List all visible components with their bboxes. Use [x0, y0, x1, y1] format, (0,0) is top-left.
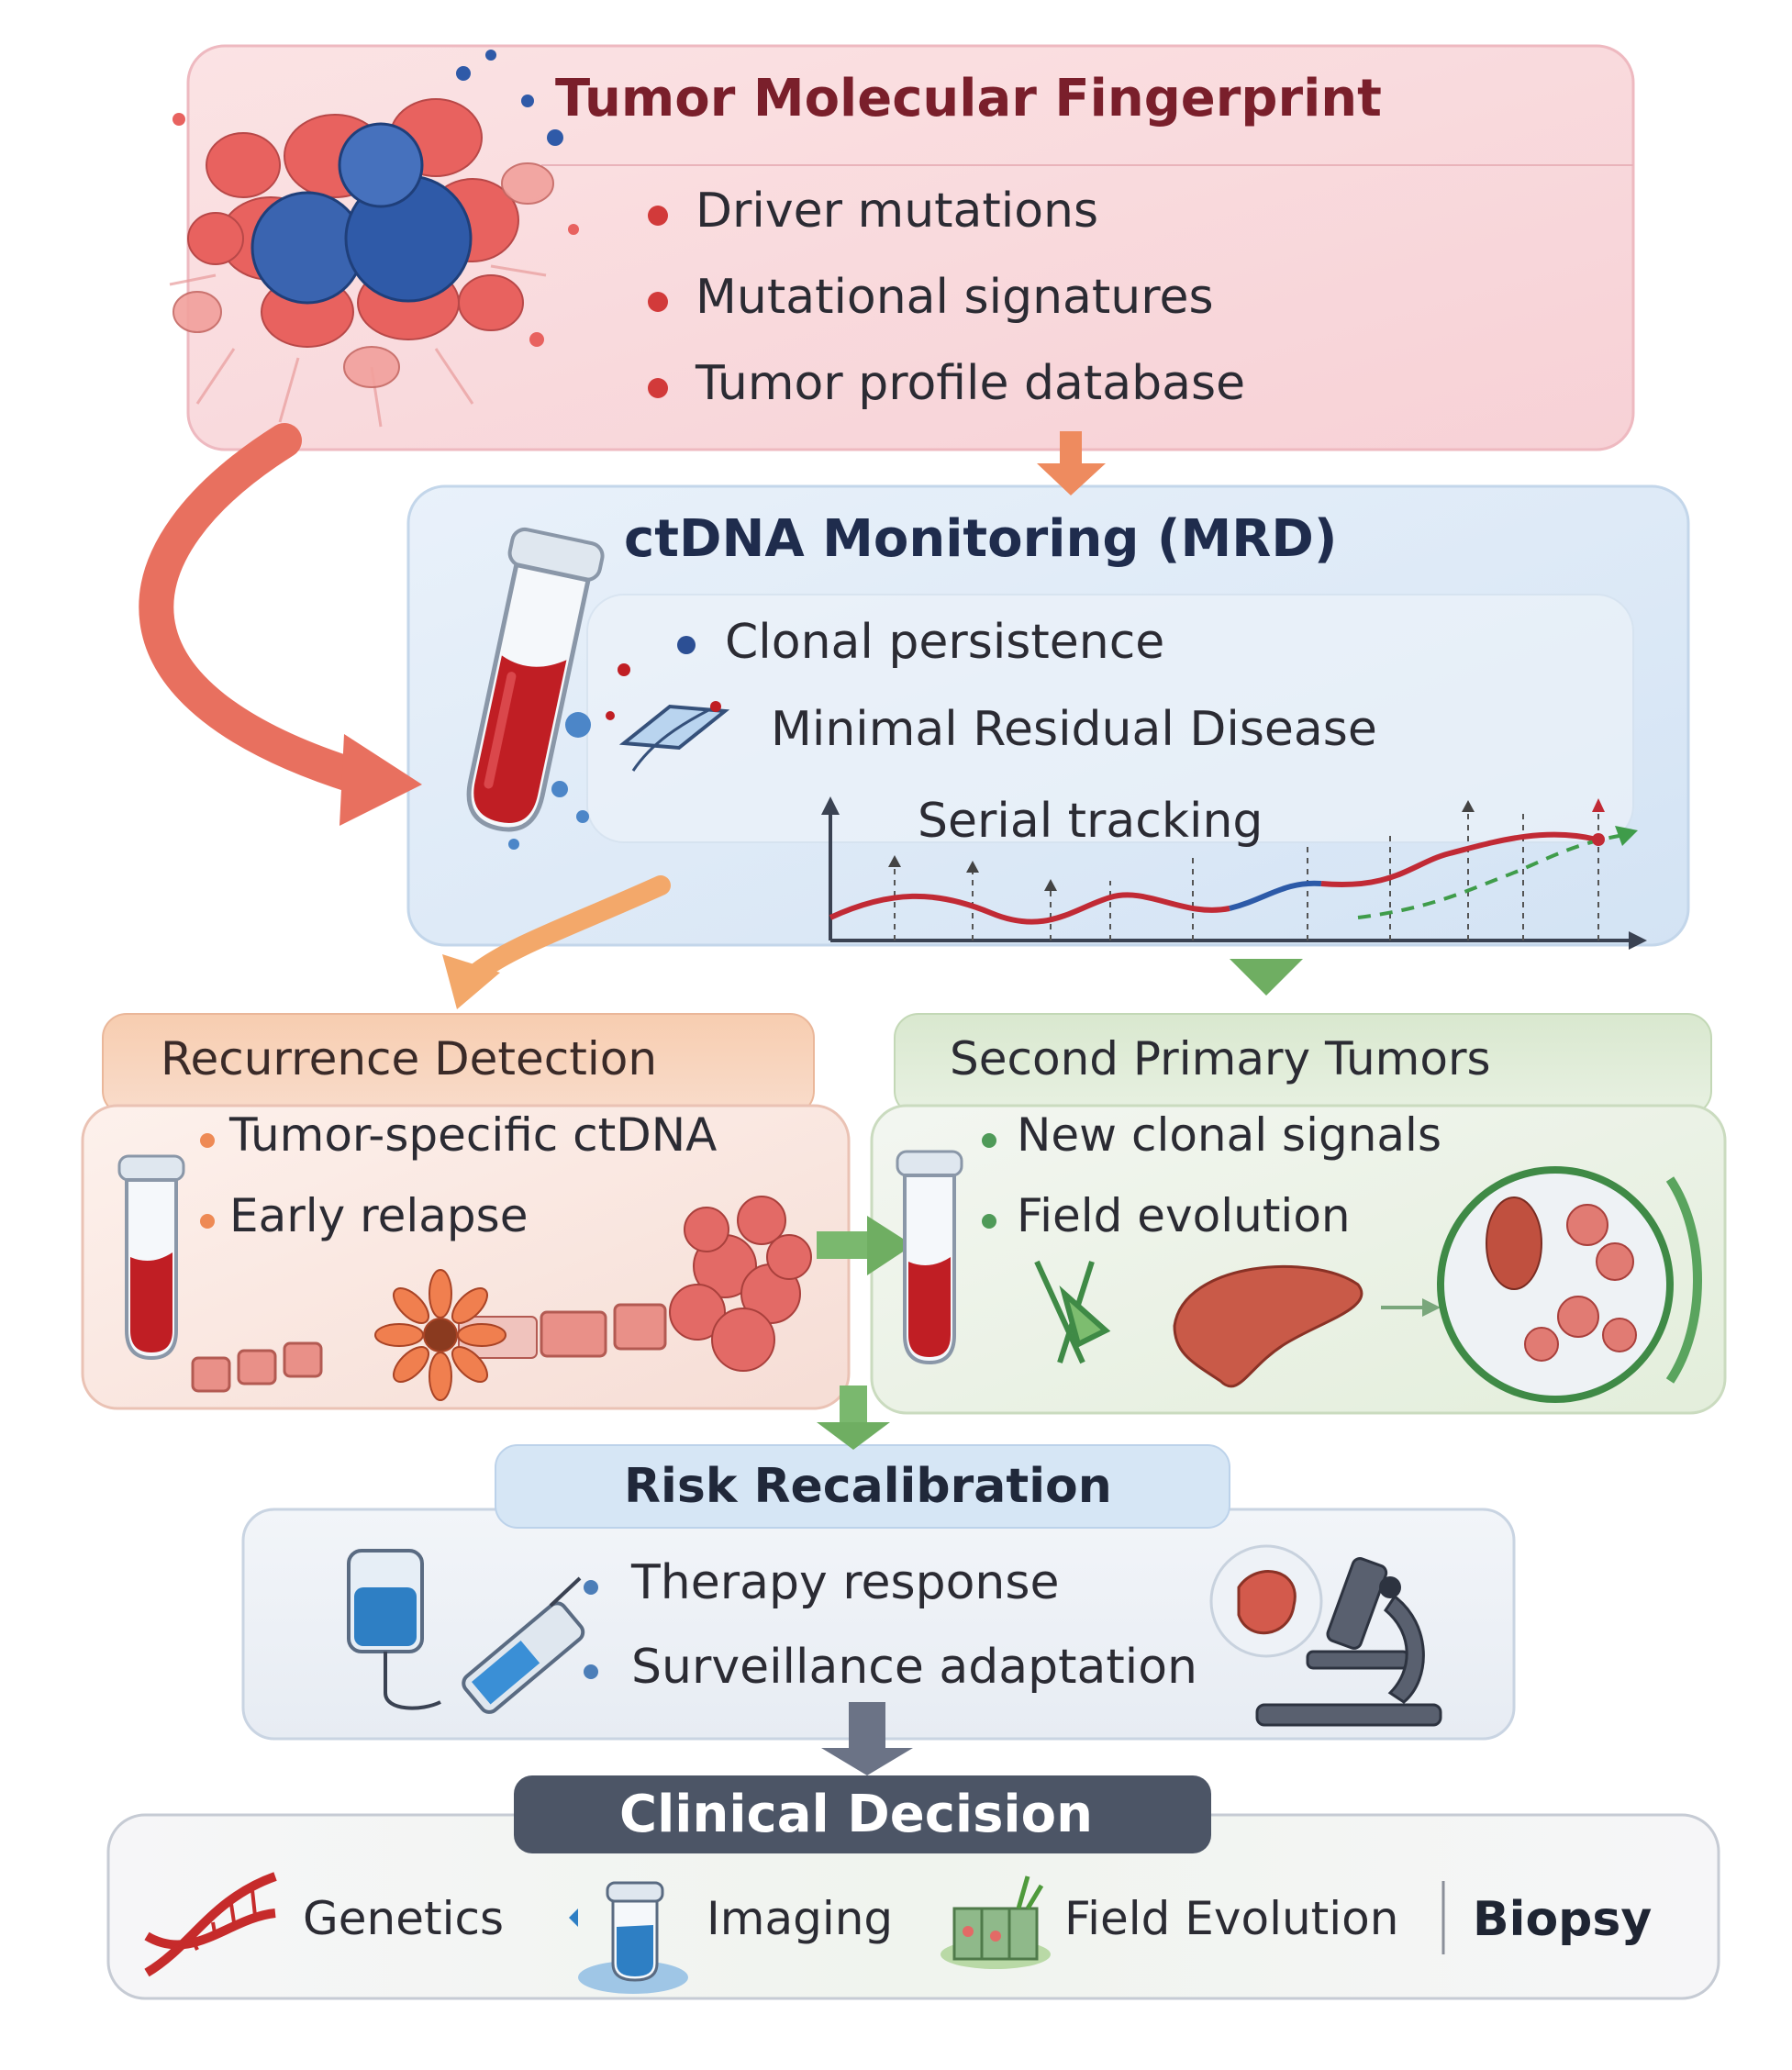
field-evolution-icon: [941, 1875, 1051, 1969]
field-evolution-illustration: [896, 1150, 1702, 1403]
fingerprint-item-3: Tumor profile database: [696, 356, 1246, 411]
risk-item-2: Surveillance adaptation: [631, 1640, 1197, 1695]
second-primary-bullet-icon: [982, 1214, 996, 1229]
recurrence-item-2: Early relapse: [229, 1189, 529, 1242]
ctdna-item-1: Clonal persistence: [725, 615, 1165, 670]
decision-genetics: Genetics: [303, 1892, 504, 1945]
decision-biopsy: Biopsy: [1473, 1892, 1653, 1947]
blood-tube-icon: [466, 527, 730, 850]
relapse-illustration: [117, 1154, 812, 1401]
tumor-cluster-illustration: [169, 50, 579, 428]
risk-item-1: Therapy response: [631, 1555, 1060, 1610]
fingerprint-bullet-icon: [648, 292, 668, 312]
second-primary-title: Second Primary Tumors: [950, 1032, 1491, 1085]
ctdna-bullet-icon: [677, 636, 696, 654]
decision-field-evolution: Field Evolution: [1064, 1892, 1399, 1945]
recurrence-bullet-icon: [200, 1133, 215, 1148]
microscope-icon: [1209, 1544, 1442, 1727]
therapy-iv-icon: [347, 1549, 585, 1714]
second-primary-item-2: Field evolution: [1017, 1189, 1351, 1242]
decision-title: Clinical Decision: [619, 1785, 1093, 1844]
recurrence-bullet-icon: [200, 1214, 215, 1229]
decision-imaging: Imaging: [707, 1892, 894, 1945]
ctdna-title: ctDNA Monitoring (MRD): [624, 509, 1338, 569]
ctdna-item-2: Minimal Residual Disease: [771, 702, 1377, 757]
fingerprint-item-2: Mutational signatures: [696, 270, 1214, 325]
dna-helix-icon: [144, 1872, 277, 1977]
imaging-tube-icon: [569, 1881, 688, 1994]
fingerprint-bullet-icon: [648, 378, 668, 398]
serial-tracking-chart: [821, 796, 1647, 950]
second-primary-item-1: New clonal signals: [1017, 1108, 1441, 1162]
risk-bullet-icon: [584, 1664, 598, 1679]
recurrence-title: Recurrence Detection: [161, 1032, 658, 1085]
serial-tracking-label: Serial tracking: [918, 794, 1263, 849]
fingerprint-bullet-icon: [648, 206, 668, 226]
fingerprint-title: Tumor Molecular Fingerprint: [555, 69, 1382, 128]
risk-title: Risk Recalibration: [624, 1459, 1112, 1514]
recurrence-item-1: Tumor-specific ctDNA: [229, 1108, 718, 1162]
second-primary-bullet-icon: [982, 1133, 996, 1148]
risk-bullet-icon: [584, 1580, 598, 1595]
fingerprint-item-1: Driver mutations: [696, 184, 1099, 239]
